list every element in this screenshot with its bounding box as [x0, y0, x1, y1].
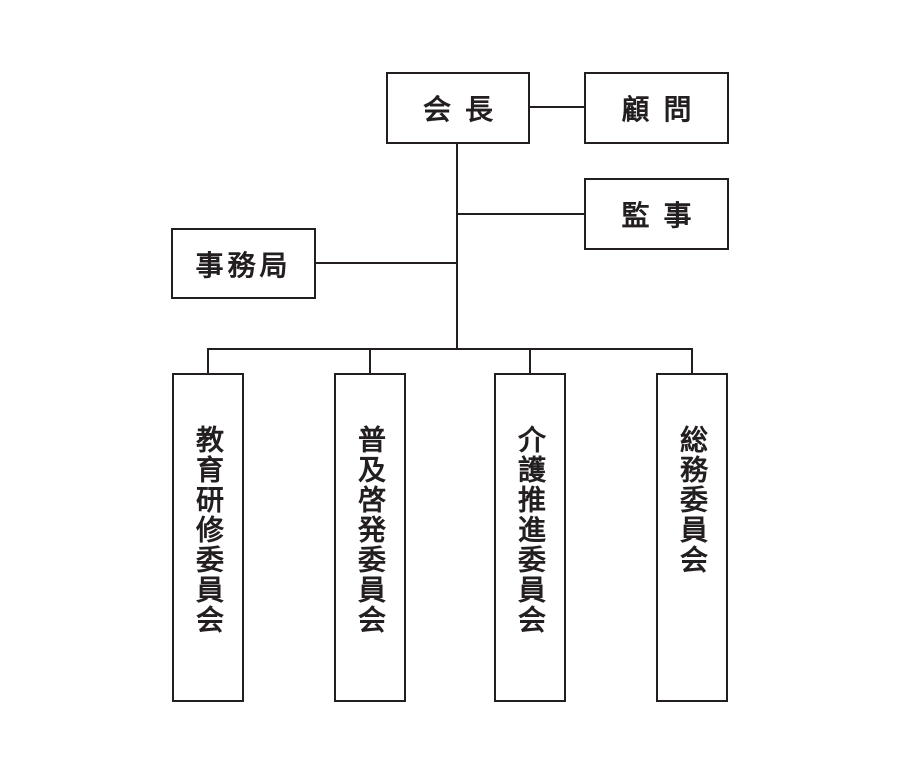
committee-box-outreach: 普及啓発委員会: [334, 373, 406, 702]
committee-label-care: 介護推進委員会: [514, 425, 547, 635]
auditor-label: 監事: [621, 199, 706, 232]
advisor-box: 顧問: [584, 72, 729, 144]
chairman-label: 会長: [422, 93, 507, 126]
connector-committee-bus: [207, 348, 693, 350]
connector-committee-1: [207, 348, 209, 374]
connector-committee-3: [529, 348, 531, 374]
advisor-label: 顧問: [621, 93, 706, 126]
connector-trunk-auditor: [456, 213, 585, 215]
auditor-box: 監事: [584, 178, 729, 250]
connector-main-trunk: [456, 143, 458, 349]
connector-committee-4: [691, 348, 693, 374]
committee-label-outreach: 普及啓発委員会: [354, 425, 387, 635]
committee-box-care: 介護推進委員会: [494, 373, 566, 702]
connector-committee-2: [369, 348, 371, 374]
committee-box-education: 教育研修委員会: [172, 373, 244, 702]
secretariat-box: 事務局: [171, 228, 316, 299]
committee-box-general-affairs: 総務委員会: [656, 373, 728, 702]
chairman-box: 会長: [386, 72, 530, 144]
committee-label-general-affairs: 総務委員会: [676, 425, 709, 575]
connector-trunk-secretariat: [315, 262, 458, 264]
committee-label-education: 教育研修委員会: [192, 425, 225, 635]
secretariat-label: 事務局: [195, 248, 292, 282]
connector-chairman-advisor: [529, 106, 585, 108]
